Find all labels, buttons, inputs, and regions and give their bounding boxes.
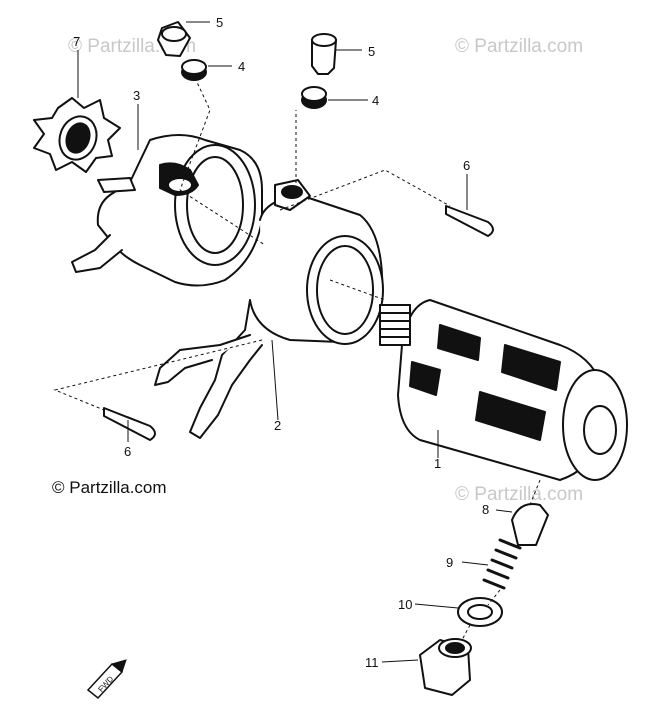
star-wheel-part-7 xyxy=(33,97,121,173)
plug-bolt-part-11 xyxy=(419,638,472,696)
callout-11: 11 xyxy=(365,655,379,670)
cotter-pin-part-6-right xyxy=(445,205,494,237)
callout-4-left: 4 xyxy=(238,59,245,74)
callout-3: 3 xyxy=(133,88,140,103)
spring-part-9 xyxy=(482,538,522,590)
cotter-pin-part-6-left xyxy=(103,407,156,441)
guide-pin-part-5-center xyxy=(311,33,337,75)
callout-1: 1 xyxy=(434,456,441,471)
watermark-top-right: © Partzilla.com xyxy=(455,36,583,57)
shift-drum-part-1 xyxy=(379,299,628,481)
callout-2: 2 xyxy=(274,418,281,433)
callout-5-left: 5 xyxy=(216,15,223,30)
callout-6-right: 6 xyxy=(463,158,470,173)
callout-10: 10 xyxy=(398,597,412,612)
callout-4-center: 4 xyxy=(372,93,379,108)
plunger-part-8 xyxy=(511,503,549,546)
callout-8: 8 xyxy=(482,502,489,517)
watermark-bottom-right: © Partzilla.com xyxy=(455,484,583,505)
roller-part-4-left xyxy=(181,59,207,81)
guide-pin-part-5-left xyxy=(157,21,191,57)
roller-part-4-center xyxy=(301,86,327,109)
washer-part-10 xyxy=(457,597,503,627)
fwd-arrow-icon: FWD xyxy=(86,659,127,700)
callout-9: 9 xyxy=(446,555,453,570)
shift-fork-part-3 xyxy=(71,134,263,287)
shift-fork-part-2 xyxy=(154,179,384,439)
callout-5-center: 5 xyxy=(368,44,375,59)
callout-6-left: 6 xyxy=(124,444,131,459)
copyright-text: © Partzilla.com xyxy=(52,478,167,497)
callout-7: 7 xyxy=(73,34,80,49)
